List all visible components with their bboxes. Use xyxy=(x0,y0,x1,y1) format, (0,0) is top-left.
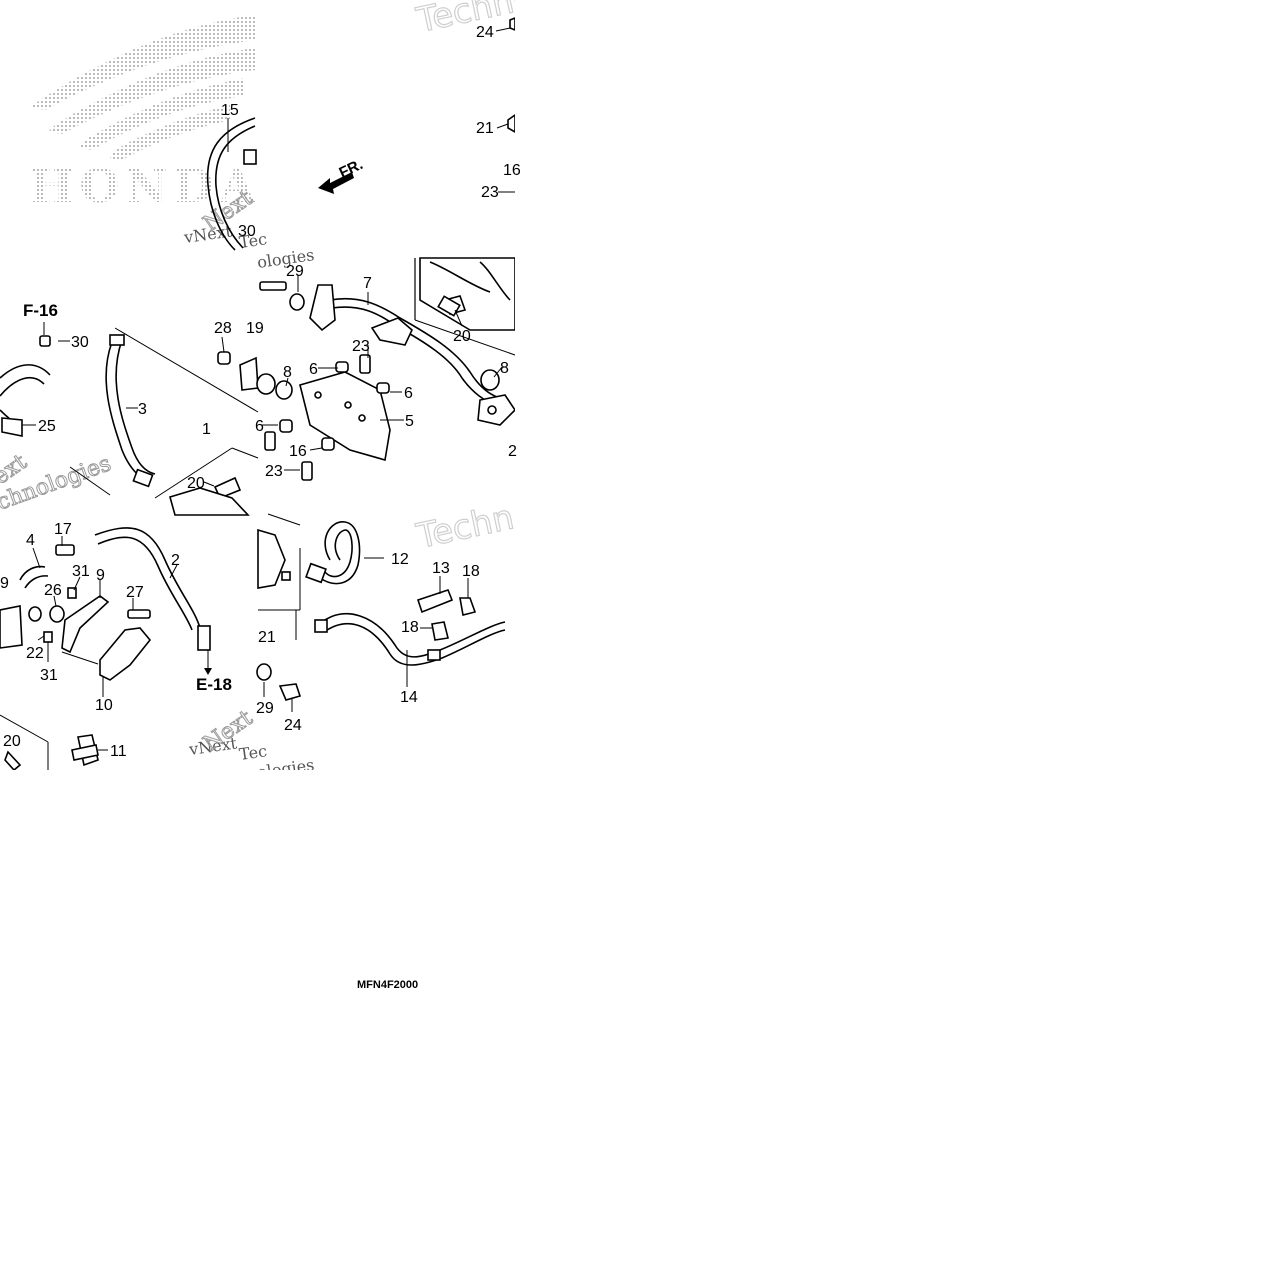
callout-22: 22 xyxy=(26,645,44,662)
callout-21-top: 21 xyxy=(476,120,494,137)
callout-14: 14 xyxy=(400,689,418,706)
callout-4: 4 xyxy=(26,532,35,549)
callout-labels: 15 30 24 21 16 23 29 7 30 28 19 23 20 8 … xyxy=(0,24,521,760)
callout-12: 12 xyxy=(391,551,409,568)
section-references: F-16 E-18 xyxy=(23,301,232,694)
stay-pipe-7 xyxy=(309,284,517,426)
callout-28: 28 xyxy=(214,320,232,337)
callout-1: 1 xyxy=(202,421,211,438)
callout-16-mid: 16 xyxy=(289,443,307,460)
clamp-11 xyxy=(71,734,99,767)
valve-body-1 xyxy=(69,447,259,516)
callout-8-mid: 8 xyxy=(283,364,292,381)
hose-4 xyxy=(19,565,49,589)
callout-9-right: 9 xyxy=(96,567,105,584)
callout-31-top: 31 xyxy=(72,563,90,580)
callout-25: 25 xyxy=(38,418,56,435)
callout-17: 17 xyxy=(54,521,72,538)
callout-19: 19 xyxy=(246,320,264,337)
callout-13: 13 xyxy=(432,560,450,577)
watermark-tec-2: Tec xyxy=(238,741,268,764)
callout-30-left: 30 xyxy=(71,334,89,351)
callout-6-left: 6 xyxy=(255,418,264,435)
callout-7: 7 xyxy=(363,275,372,292)
callout-5: 5 xyxy=(405,413,414,430)
fasteners-middle xyxy=(213,281,500,500)
callout-11: 11 xyxy=(110,743,127,760)
callout-20-mid: 20 xyxy=(453,328,471,345)
callout-27: 27 xyxy=(126,584,144,601)
hose-3 xyxy=(105,327,259,488)
ref-f16: F-16 xyxy=(23,301,58,320)
callout-20-low: 20 xyxy=(3,733,21,750)
callout-26: 26 xyxy=(44,582,62,599)
ref-e18: E-18 xyxy=(196,675,232,694)
hose-2 xyxy=(94,527,212,675)
callout-29-low: 29 xyxy=(256,700,274,717)
callout-15: 15 xyxy=(221,102,239,119)
callout-9-left: 9 xyxy=(0,575,9,592)
bracket-13-clips-18 xyxy=(416,589,477,641)
callout-23-top: 23 xyxy=(481,184,499,201)
fasteners-lower xyxy=(256,663,302,701)
pipe-14 xyxy=(314,613,506,666)
callout-6-mid: 6 xyxy=(309,361,318,378)
honda-logo-text: HONDA xyxy=(30,159,261,213)
callout-24-top: 24 xyxy=(476,24,494,41)
callout-20-left: 20 xyxy=(187,475,205,492)
callout-6-right: 6 xyxy=(404,385,413,402)
heat-guard-5 xyxy=(299,371,391,462)
callout-29-mid: 29 xyxy=(286,263,304,280)
callout-31-low: 31 xyxy=(40,667,58,684)
callout-30-top: 30 xyxy=(238,223,256,240)
callout-2-edge: 2 xyxy=(508,443,517,460)
hose-left xyxy=(0,322,51,437)
leader-lines xyxy=(22,118,503,751)
hose-15 xyxy=(206,117,257,251)
watermark-tec-1: Tec xyxy=(238,229,268,252)
drawing-code: MFN4F2000 xyxy=(357,979,418,991)
honda-wing-logo: HONDA xyxy=(30,15,261,213)
callout-24-low: 24 xyxy=(284,717,302,734)
callout-18-top: 18 xyxy=(462,563,480,580)
callout-2: 2 xyxy=(171,552,180,569)
callout-23-mid: 23 xyxy=(352,338,370,355)
brackets-lower-left xyxy=(0,544,152,681)
callout-8-right: 8 xyxy=(500,360,509,377)
callout-3: 3 xyxy=(138,401,147,418)
callout-10: 10 xyxy=(95,697,113,714)
callout-21-low: 21 xyxy=(258,629,276,646)
watermark-tech-mid: Techn xyxy=(413,497,518,557)
callout-18-low: 18 xyxy=(401,619,419,636)
fragment-engine-mid xyxy=(257,513,301,640)
hose-12 xyxy=(305,521,361,585)
callout-16-top: 16 xyxy=(503,162,521,179)
callout-23-low: 23 xyxy=(265,463,283,480)
fragment-lower-left xyxy=(0,714,49,772)
